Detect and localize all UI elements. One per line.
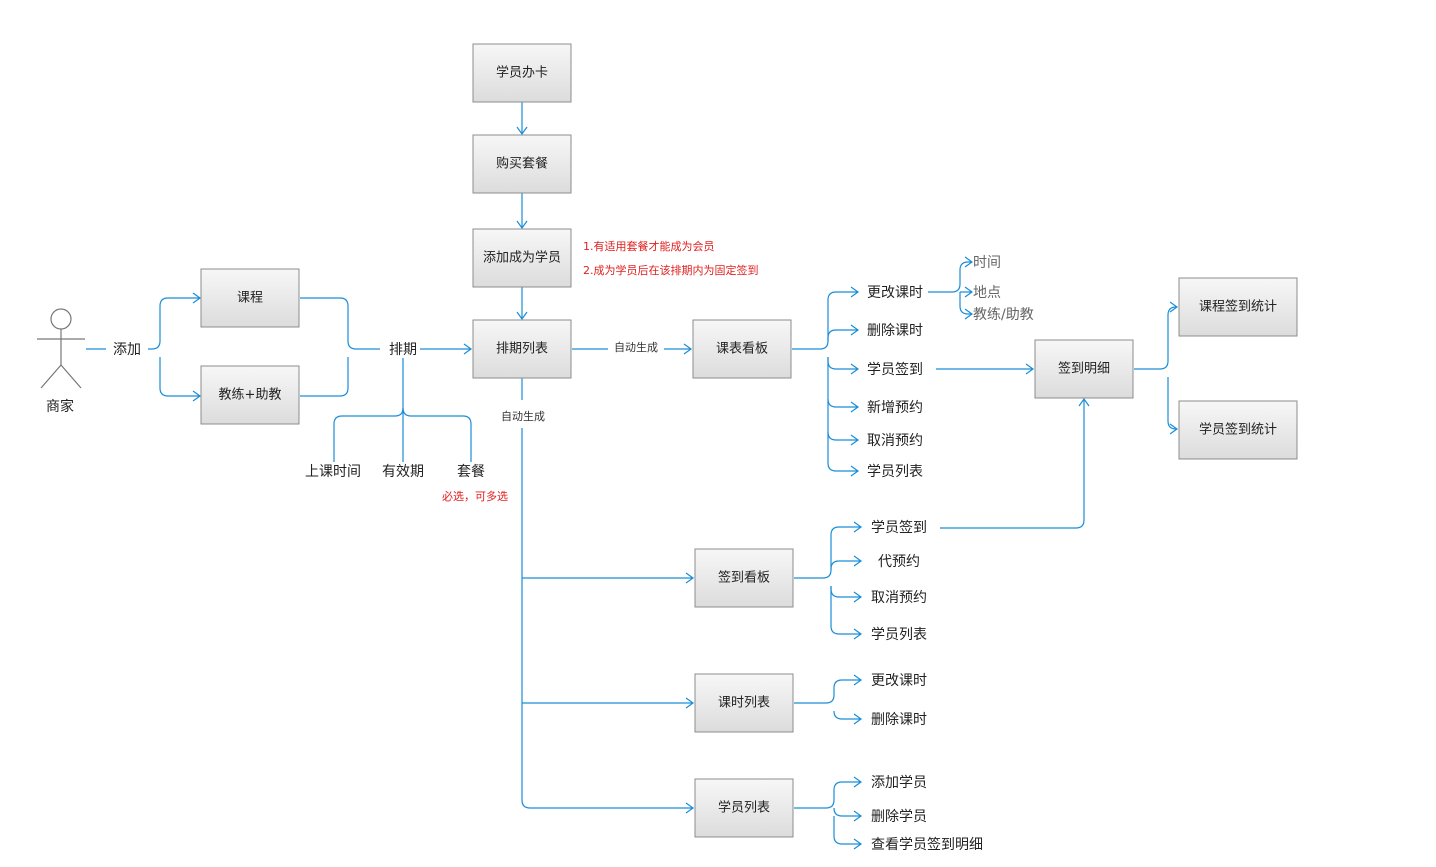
box-student-stats[interactable]: 学员签到统计 bbox=[1178, 400, 1298, 460]
validity-label: 有效期 bbox=[382, 464, 424, 480]
actor-body bbox=[37, 329, 85, 389]
box-student-stats-label: 学员签到统计 bbox=[1199, 422, 1277, 438]
box-course-label: 课程 bbox=[237, 291, 263, 306]
timetable-item-checkin: 学员签到 bbox=[867, 361, 923, 378]
box-add-student-label: 添加成为学员 bbox=[483, 250, 561, 266]
merchant-actor: 商家 bbox=[37, 308, 85, 415]
box-course[interactable]: 课程 bbox=[200, 268, 300, 328]
box-add-student[interactable]: 添加成为学员 bbox=[472, 228, 572, 288]
student-item-add: 添加学员 bbox=[871, 775, 927, 791]
box-timetable-board[interactable]: 课表看板 bbox=[692, 319, 792, 379]
actor-head bbox=[50, 308, 72, 330]
box-student-list[interactable]: 学员列表 bbox=[694, 778, 794, 838]
box-lesson-list[interactable]: 课时列表 bbox=[694, 673, 794, 733]
box-buy-package-label: 购买套餐 bbox=[496, 156, 548, 172]
lesson-item-change: 更改课时 bbox=[871, 673, 927, 689]
box-card[interactable]: 学员办卡 bbox=[472, 43, 572, 103]
box-course-stats[interactable]: 课程签到统计 bbox=[1178, 277, 1298, 337]
note-required-multi: 必选，可多选 bbox=[442, 489, 508, 503]
box-course-stats-label: 课程签到统计 bbox=[1199, 299, 1277, 315]
box-buy-package[interactable]: 购买套餐 bbox=[472, 134, 572, 194]
checkin-item-student-list: 学员列表 bbox=[871, 627, 927, 643]
timetable-item-new-booking: 新增预约 bbox=[867, 400, 923, 416]
change-sub-coach: 教练/助教 bbox=[973, 307, 1034, 323]
actor-label: 商家 bbox=[46, 398, 74, 415]
timetable-item-delete: 删除课时 bbox=[867, 323, 923, 339]
auto-generate-label-1: 自动生成 bbox=[614, 340, 658, 354]
add-label: 添加 bbox=[113, 342, 141, 358]
checkin-item-proxy-booking: 代预约 bbox=[878, 554, 920, 570]
package-label: 套餐 bbox=[457, 464, 485, 480]
change-sub-time: 时间 bbox=[973, 255, 1001, 271]
box-schedule-list-label: 排期列表 bbox=[496, 342, 548, 357]
checkin-item-checkin: 学员签到 bbox=[871, 519, 927, 536]
box-checkin-detail-label: 签到明细 bbox=[1058, 361, 1110, 377]
auto-generate-label-2: 自动生成 bbox=[501, 409, 545, 423]
box-student-list-label: 学员列表 bbox=[718, 800, 770, 816]
connectors bbox=[86, 102, 1179, 850]
box-timetable-board-label: 课表看板 bbox=[716, 341, 768, 357]
schedule-label: 排期 bbox=[389, 342, 417, 358]
box-checkin-board[interactable]: 签到看板 bbox=[694, 548, 794, 608]
box-schedule-list[interactable]: 排期列表 bbox=[472, 319, 572, 379]
timetable-item-change: 更改课时 bbox=[867, 285, 923, 301]
box-lesson-list-label: 课时列表 bbox=[718, 696, 770, 711]
checkin-item-cancel-booking: 取消预约 bbox=[871, 590, 927, 606]
class-time-label: 上课时间 bbox=[305, 464, 361, 480]
box-coach[interactable]: 教练+助教 bbox=[200, 365, 300, 425]
box-checkin-detail[interactable]: 签到明细 bbox=[1034, 339, 1134, 399]
change-sub-place: 地点 bbox=[973, 285, 1001, 301]
timetable-item-student-list: 学员列表 bbox=[867, 464, 923, 480]
lesson-item-delete: 删除课时 bbox=[871, 712, 927, 728]
note-fixed-checkin: 2.成为学员后在该排期内为固定签到 bbox=[583, 263, 759, 277]
note-member-requirement: 1.有适用套餐才能成为会员 bbox=[583, 239, 715, 253]
box-card-label: 学员办卡 bbox=[496, 65, 548, 81]
timetable-item-cancel-booking: 取消预约 bbox=[867, 433, 923, 449]
student-item-delete: 删除学员 bbox=[871, 809, 927, 825]
student-item-view-detail: 查看学员签到明细 bbox=[871, 836, 983, 853]
box-coach-label: 教练+助教 bbox=[219, 387, 282, 403]
box-checkin-board-label: 签到看板 bbox=[718, 570, 770, 586]
